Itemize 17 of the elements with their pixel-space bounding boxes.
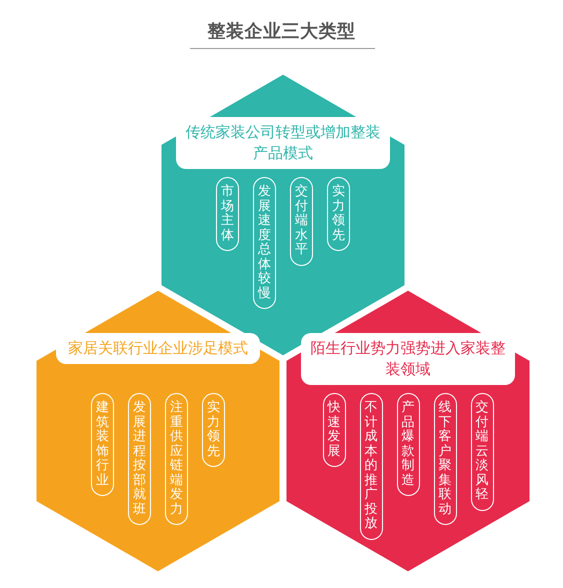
heading-label: 家居关联行业企业涉足模式 xyxy=(56,333,260,364)
tag-pill: 发展进程按部就班 xyxy=(128,393,151,526)
tag-pill: 产品爆款制造 xyxy=(396,393,420,496)
tag-pill: 交付端水平 xyxy=(290,177,313,266)
tag-pill: 发展速度总体较慢 xyxy=(253,177,276,310)
heading-label: 陌生行业势力强势进入家装整装领域 xyxy=(301,333,515,385)
tag-pill: 建筑装饰行业 xyxy=(91,393,114,496)
tag-pill: 快速发展 xyxy=(322,393,346,468)
tag-pill: 交付端云淡风轻 xyxy=(470,393,494,511)
tag-pill: 不计成本的推广投放 xyxy=(360,393,382,540)
tag-pill: 线下客户聚集联动 xyxy=(434,393,456,526)
tag-pill: 实力领先 xyxy=(327,177,350,252)
tag-pill: 注重供应链端发力 xyxy=(165,393,188,526)
tag-pill: 市场主体 xyxy=(216,177,239,252)
tag-pill: 实力领先 xyxy=(202,393,225,468)
title: 整装企业三大类型 xyxy=(208,20,356,44)
heading-label: 传统家装公司转型或增加整装产品模式 xyxy=(176,117,390,169)
